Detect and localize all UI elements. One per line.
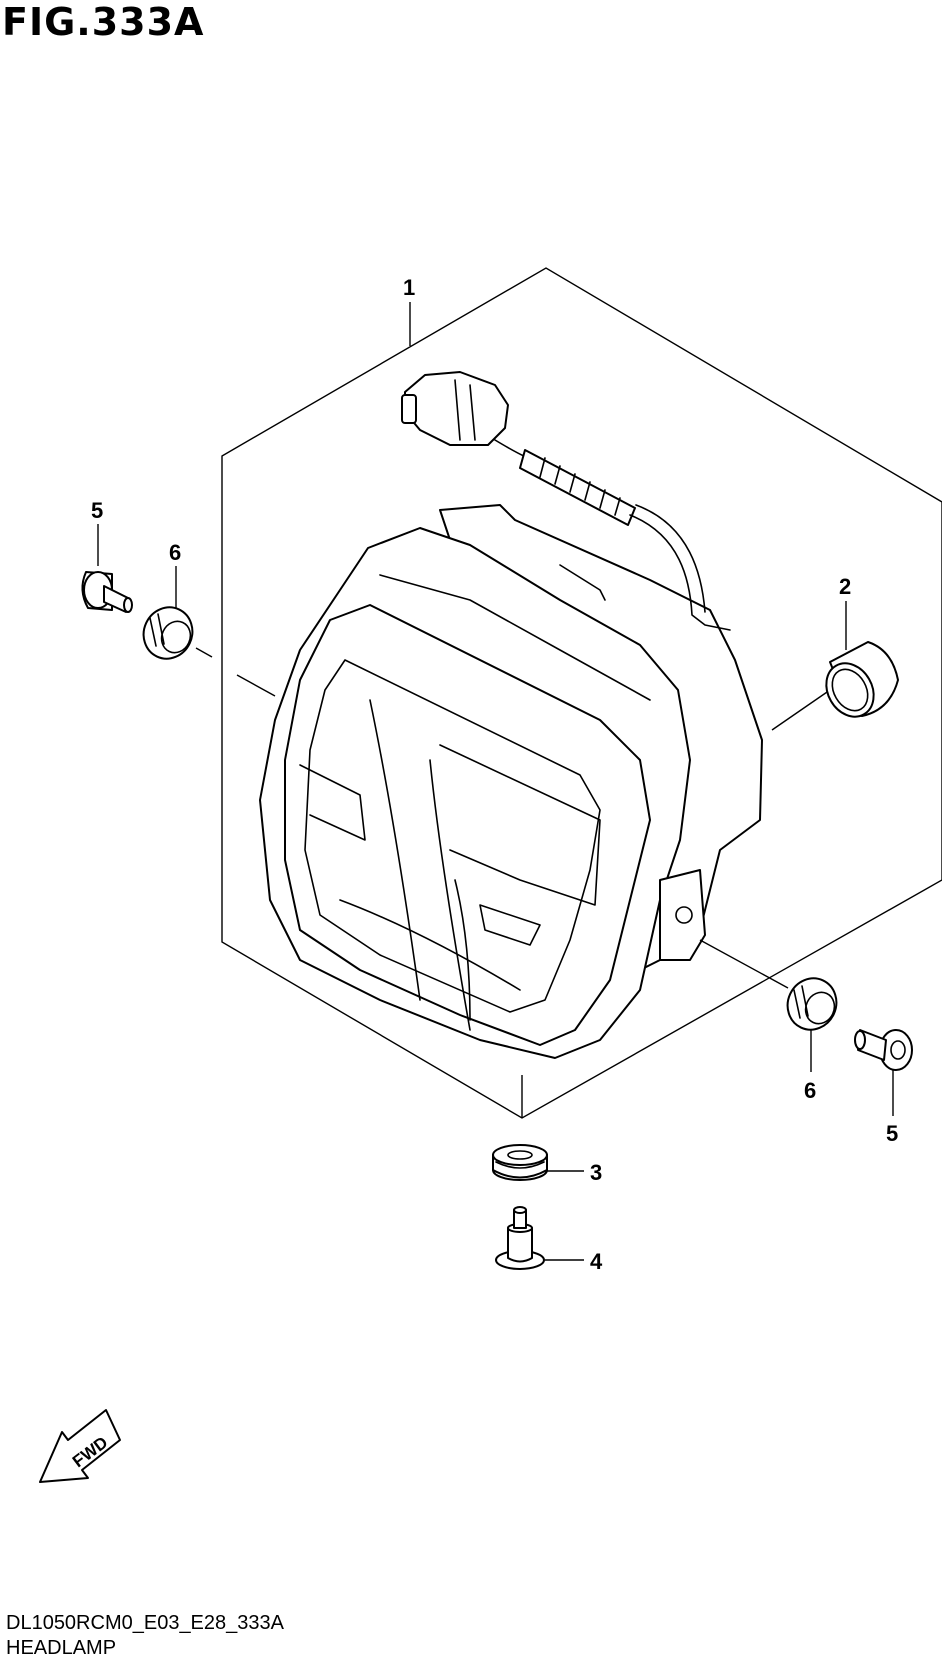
grommet-part-6-left[interactable] [135,599,200,666]
callout-4: 4 [590,1249,603,1274]
callout-6-left: 6 [169,540,181,565]
leader-axis-left [236,674,276,697]
grommet-part-3[interactable] [492,1144,548,1181]
drawing-name: HEADLAMP [6,1637,117,1659]
cap-part-2[interactable] [817,641,899,725]
wiring-connector [401,371,731,631]
callout-6-right: 6 [804,1078,816,1103]
drawing-code: DL1050RCM0_E03_E28_333A [6,1612,284,1634]
fwd-direction-arrow [39,1409,121,1483]
callout-5-right: 5 [886,1121,898,1146]
callout-3: 3 [590,1160,602,1185]
callout-1: 1 [403,275,415,300]
grommet-part-6-right[interactable] [779,970,844,1037]
bolt-part-5-left[interactable] [81,571,133,613]
assembly-frame [221,267,942,1119]
bolt-part-4[interactable] [495,1206,545,1270]
callout-5-left: 5 [91,498,103,523]
bolt-part-5-right[interactable] [854,1029,913,1071]
leader-6-left-axis [195,647,213,658]
leader-2b [771,689,831,731]
figure-title: FIG.333A [2,0,205,44]
leader-axis-right [699,939,789,989]
headlamp-assembly[interactable] [259,504,763,1059]
callout-2: 2 [839,574,851,599]
